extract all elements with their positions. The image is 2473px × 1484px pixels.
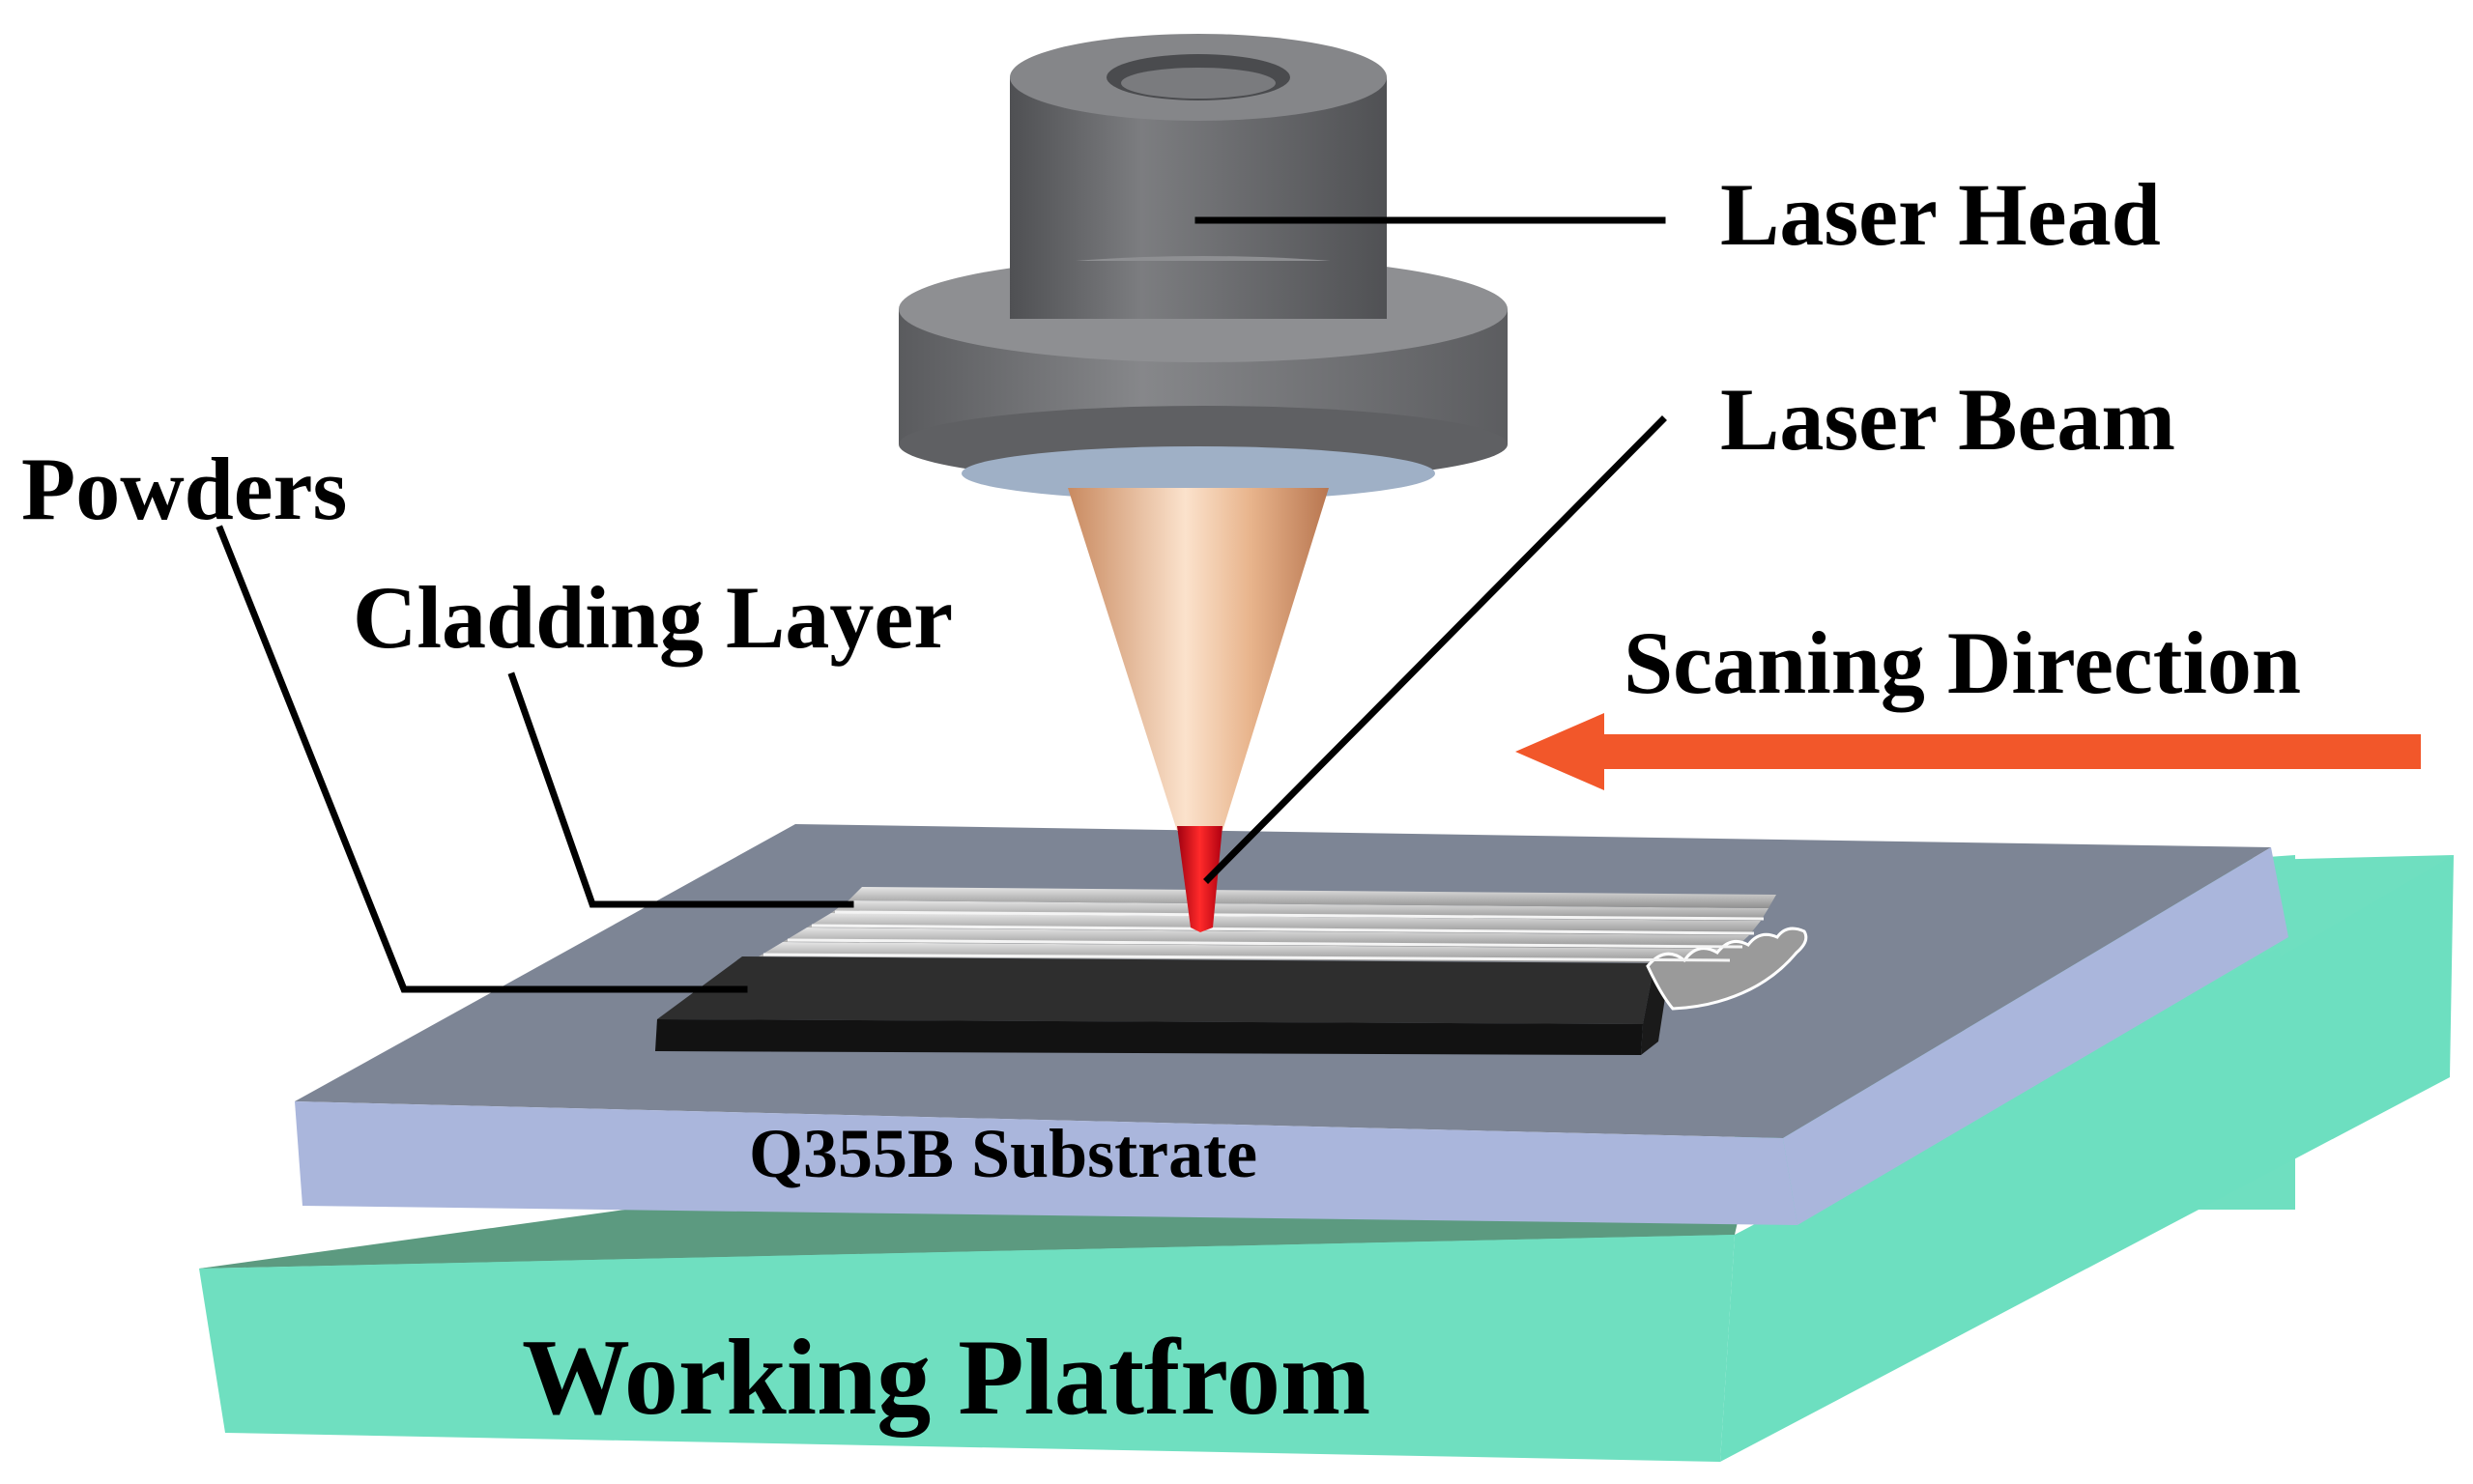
nozzle-cone <box>1068 488 1329 831</box>
substrate-label: Q355B Substrate <box>749 1115 1257 1192</box>
track-divider-4 <box>834 910 1765 921</box>
track-divider-3 <box>811 924 1755 935</box>
platform-top-strip <box>199 1204 1740 1269</box>
track-3 <box>807 913 1761 935</box>
track-divider-2 <box>787 938 1743 949</box>
laser-head <box>899 34 1508 500</box>
laser-beam-label: Laser Beam <box>1720 370 2175 469</box>
powders-label: Powders <box>21 440 347 538</box>
track-4 <box>831 900 1768 921</box>
cladding-layer-leader <box>507 671 854 908</box>
laser-head-cylinder-lower <box>1010 261 1387 319</box>
platform-front-face <box>199 1235 1735 1462</box>
platform-side-face <box>1720 855 2454 1462</box>
powder-bed <box>655 956 1670 1055</box>
laser-beam <box>1177 826 1222 932</box>
laser-head-bore-inner <box>1121 68 1276 99</box>
cladding-tracks <box>759 887 1808 1011</box>
laser-beam-leader <box>1203 415 1667 884</box>
platform-label: Working Platfrom <box>522 1318 1370 1438</box>
scanning-direction-label: Scaning Direction <box>1624 614 2301 712</box>
track-divider-1 <box>762 953 1731 962</box>
laser-head-ring <box>962 446 1435 500</box>
powders-leader <box>216 525 748 993</box>
track-end-caps <box>1646 927 1808 1011</box>
scanning-direction-arrow <box>1515 713 2421 790</box>
platform-back-top <box>2261 855 2454 956</box>
arrow-shaft <box>1575 734 2421 769</box>
powder-bed-front <box>655 1019 1643 1055</box>
laser-head-label: Laser Head <box>1720 165 2161 264</box>
track-2 <box>783 928 1749 949</box>
powder-bed-top <box>657 956 1654 1024</box>
substrate-front-face <box>295 1101 1797 1225</box>
cladding-layer-label: Cladding Layer <box>353 568 953 667</box>
track-5 <box>848 887 1776 908</box>
arrow-head <box>1515 713 1604 790</box>
substrate-side-face <box>1783 847 2288 1225</box>
